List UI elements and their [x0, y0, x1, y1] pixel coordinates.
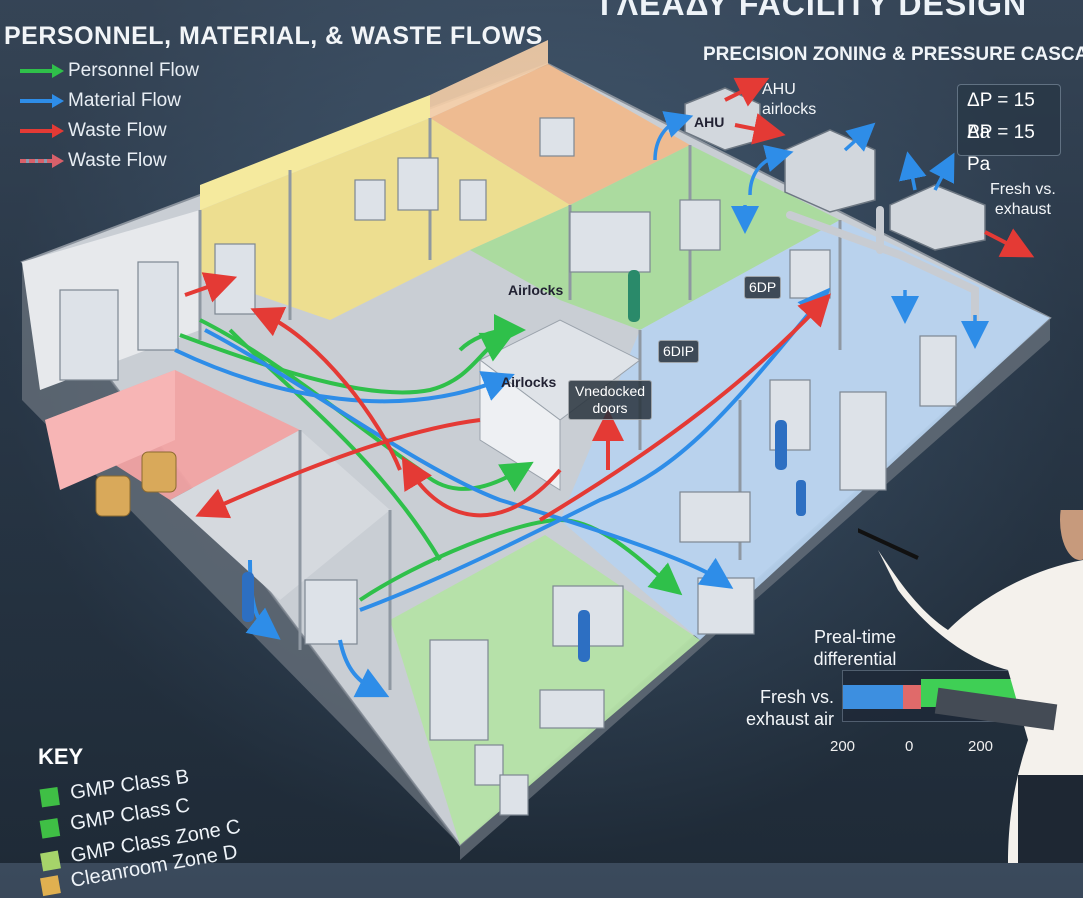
waste-flow-path: [195, 418, 481, 519]
key-swatch: [39, 786, 60, 807]
legend-item-material: Material Flow: [20, 86, 199, 116]
chart-segment-red: [903, 685, 921, 709]
legend-label: Material Flow: [68, 90, 181, 111]
personnel-flow-path: [458, 314, 526, 352]
equipment: [539, 117, 575, 157]
chart-tick: 200: [968, 738, 994, 755]
pressure-sensor-tag: 6DP: [744, 276, 782, 299]
presenter-head: [1060, 510, 1083, 560]
equipment: [459, 179, 487, 221]
equipment: [679, 199, 721, 251]
waste-flow-path: [724, 77, 770, 107]
floor-slab-edge: [22, 262, 1050, 860]
ahu-unit: [889, 184, 986, 251]
zone-green-upper: [470, 145, 840, 330]
waste-flow-path: [184, 272, 238, 303]
waste-flow-path: [734, 113, 786, 145]
equipment: [679, 491, 751, 543]
zone-orange-wall: [430, 40, 548, 118]
equipment: [137, 261, 179, 351]
chart-tick: 0: [905, 738, 914, 755]
equipment: [697, 577, 755, 635]
material-flow-path: [338, 639, 390, 698]
waste-flow-path: [250, 307, 402, 471]
equipment: [397, 157, 439, 211]
pressure-value-2: ΔP = 15 Pa: [967, 122, 1035, 175]
realtime-chart-side-label: Fresh vs.exhaust air: [745, 687, 834, 729]
supply-air-arrow: [748, 144, 794, 196]
operator-figure: [796, 480, 806, 516]
equipment: [304, 579, 358, 645]
tablet: [934, 687, 1058, 731]
waste-flow-path: [538, 293, 831, 522]
legend-label: Personnel Flow: [68, 60, 199, 81]
key-swatch: [39, 817, 61, 839]
operator-figure: [578, 610, 590, 662]
flows-title: PERSONNEL, MATERIAL, & WASTE FLOWS: [4, 22, 543, 50]
presenter-pants: [1018, 775, 1083, 863]
key-swatch: [39, 874, 61, 896]
pressure-sensor-tag: 6DIP: [658, 340, 700, 363]
operator-figure: [242, 572, 254, 622]
waste-flow-path: [401, 456, 562, 518]
chart-tick: 200: [830, 738, 856, 755]
fresh-exhaust-label: Fresh vs.exhaust: [990, 181, 1056, 218]
equipment: [429, 639, 489, 741]
waste-arrow-icon: [20, 124, 64, 138]
airlocks-sign-2: Airlocks: [501, 374, 557, 390]
material-flow-path: [359, 287, 831, 612]
legend-label: Waste Flow: [68, 150, 167, 171]
legend-item-waste: Waste Flow: [20, 116, 199, 146]
operator-figure: [775, 420, 787, 470]
personnel-arrow-icon: [20, 64, 64, 78]
flow-legend: Personnel Flow Material Flow Waste Flow …: [20, 56, 199, 176]
waste-drum: [95, 475, 131, 517]
equipment: [59, 289, 119, 381]
ahu-box-label: AHU: [694, 114, 725, 130]
legend-item-waste-2: Waste Flow: [20, 146, 199, 176]
equipment: [539, 689, 605, 729]
key-swatch: [39, 850, 61, 871]
stylus-pen: [858, 528, 919, 560]
material-flow-path: [174, 348, 515, 404]
page-title: ΓΛΕΑΔΥ FACILITY DESIGN: [600, 0, 1028, 22]
legend-label: Waste Flow: [68, 120, 167, 141]
pressure-readout: ΔP = 15 Pa ΔP = 15 Pa: [957, 84, 1061, 175]
pressure-value-1: ΔP = 15 Pa: [967, 90, 1035, 143]
legend-item-personnel: Personnel Flow: [20, 56, 199, 86]
supply-air-arrow: [843, 122, 876, 152]
key-title: KEY: [38, 744, 84, 769]
zone-grey-lower: [170, 430, 390, 600]
equipment: [919, 335, 957, 407]
equipment: [839, 391, 887, 491]
material-flow-path: [204, 328, 734, 589]
airlocks-sign-1: Airlocks: [508, 282, 564, 298]
facility-floor-plan: [20, 40, 1052, 860]
material-arrow-icon: [20, 94, 64, 108]
waste-drum: [141, 451, 177, 493]
waste-flow-path: [984, 228, 1035, 258]
waste-dashed-arrow-icon: [20, 154, 64, 168]
supply-air-arrow: [899, 151, 927, 191]
equipment: [474, 744, 504, 786]
equipment: [569, 211, 651, 273]
equipment: [214, 243, 256, 315]
equipment: [499, 774, 529, 816]
supply-air-arrow: [929, 152, 955, 191]
supply-air-arrow: [653, 111, 694, 161]
zone-red-wall: [45, 370, 175, 490]
presenter-figure: [858, 510, 1083, 863]
personnel-flow-path: [228, 328, 442, 562]
zoning-title: PRECISION ZONING & PRESSURE CASCADES: [703, 44, 1083, 65]
chart-segment-blue: [843, 685, 903, 709]
zone-yellow-wall: [200, 95, 430, 210]
equipment: [354, 179, 386, 221]
material-flow-path: [245, 559, 281, 640]
equipment: [769, 379, 811, 451]
equipment: [789, 249, 831, 299]
operator-figure: [628, 270, 640, 322]
